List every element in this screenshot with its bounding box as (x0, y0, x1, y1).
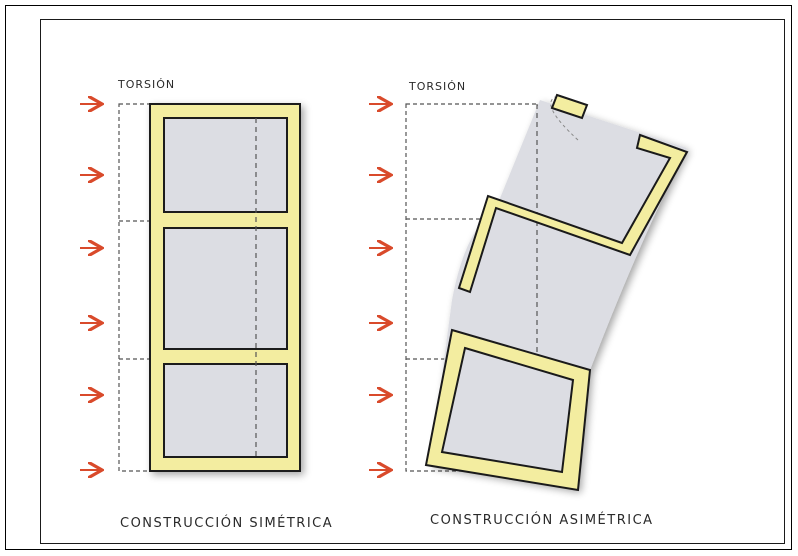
right-caption: CONSTRUCCIÓN ASIMÉTRICA (430, 512, 654, 528)
right-panel: TORSIÓN CONSTRUCCIÓN ASIMÉTRICA (369, 80, 689, 528)
left-torsion-label: TORSIÓN (117, 78, 175, 91)
left-arrows (80, 104, 100, 470)
right-wall-upper (457, 133, 689, 294)
left-floor-1 (163, 117, 288, 213)
left-floor-3 (163, 363, 288, 458)
right-wall-lower (424, 328, 592, 492)
left-floor-2 (163, 227, 288, 350)
left-panel: TORSIÓN CONSTRUCCIÓN SIMÉTRICA (80, 78, 333, 531)
right-arrows (369, 104, 389, 470)
left-building (149, 103, 301, 472)
left-caption: CONSTRUCCIÓN SIMÉTRICA (120, 515, 333, 531)
right-torsion-label: TORSIÓN (408, 80, 466, 93)
right-wall-top-small (550, 93, 589, 120)
